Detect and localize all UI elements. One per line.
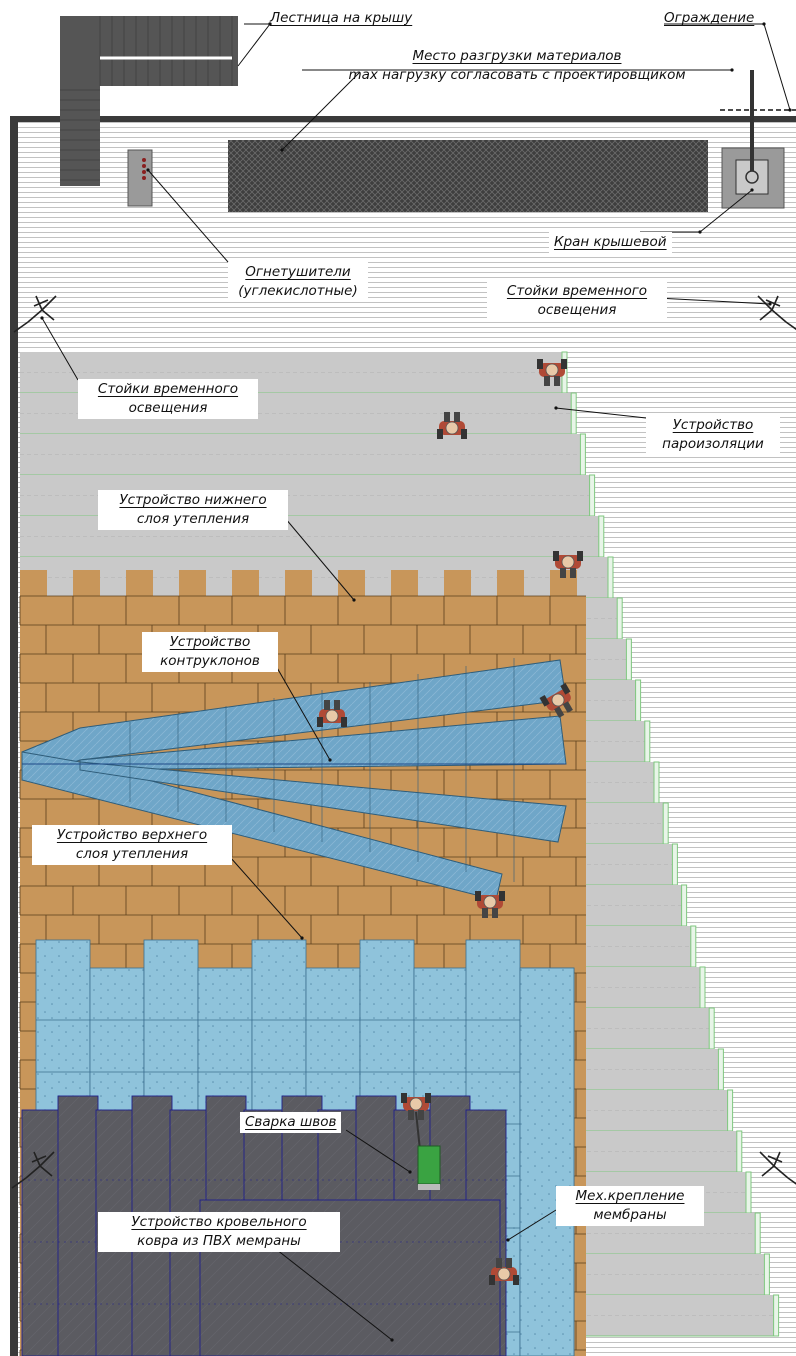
label-crane: Кран крышевой — [549, 232, 672, 253]
light-post-icon — [11, 1151, 55, 1189]
label-seam-welding: Сварка швов — [240, 1112, 342, 1133]
extinguisher-icon — [127, 149, 153, 207]
label-fence: Ограждение — [664, 10, 755, 26]
worker-icon — [537, 359, 567, 386]
worker-icon — [437, 412, 467, 439]
label-vapor-barrier: Устройство пароизоляции — [646, 415, 780, 455]
label-lower-insulation: Устройство нижнего слоя утепления — [98, 490, 288, 530]
welding-machine-icon — [415, 1111, 441, 1190]
parapet-wall — [10, 109, 796, 1356]
label-pvc-membrane: Устройство кровельного ковра из ПВХ мемр… — [98, 1212, 340, 1252]
label-mech-fastening: Мех.крепление мембраны — [556, 1186, 704, 1226]
worker-icon — [553, 551, 583, 578]
crane-icon — [721, 70, 785, 209]
worker-icon — [539, 682, 573, 718]
worker-icon — [475, 891, 505, 918]
label-upper-insulation: Устройство верхнего слоя утепления — [32, 825, 232, 865]
label-extinguishers: Огнетушители (углекислотные) — [228, 262, 368, 302]
light-post-icon — [759, 1151, 796, 1185]
pvc-membrane-layer — [21, 1095, 507, 1356]
label-temp-lighting-left: Стойки временного освещения — [78, 379, 258, 419]
leader-lines — [40, 22, 792, 1342]
unload-area — [228, 140, 708, 212]
label-temp-lighting-right: Стойки временного освещения — [487, 281, 667, 321]
worker-icon — [401, 1093, 431, 1120]
worker-icon — [489, 1258, 519, 1285]
counterslope-layer — [21, 658, 567, 901]
worker-icon — [317, 700, 347, 727]
label-unload-area: Место разгрузки материалов max нагрузку … — [348, 48, 686, 83]
stair-icon — [60, 16, 238, 186]
light-post-icon — [13, 295, 57, 333]
label-counterslopes: Устройство контруклонов — [142, 632, 278, 672]
light-post-icon — [757, 295, 796, 331]
label-roof-stairs: Лестница на крышу — [270, 10, 413, 26]
